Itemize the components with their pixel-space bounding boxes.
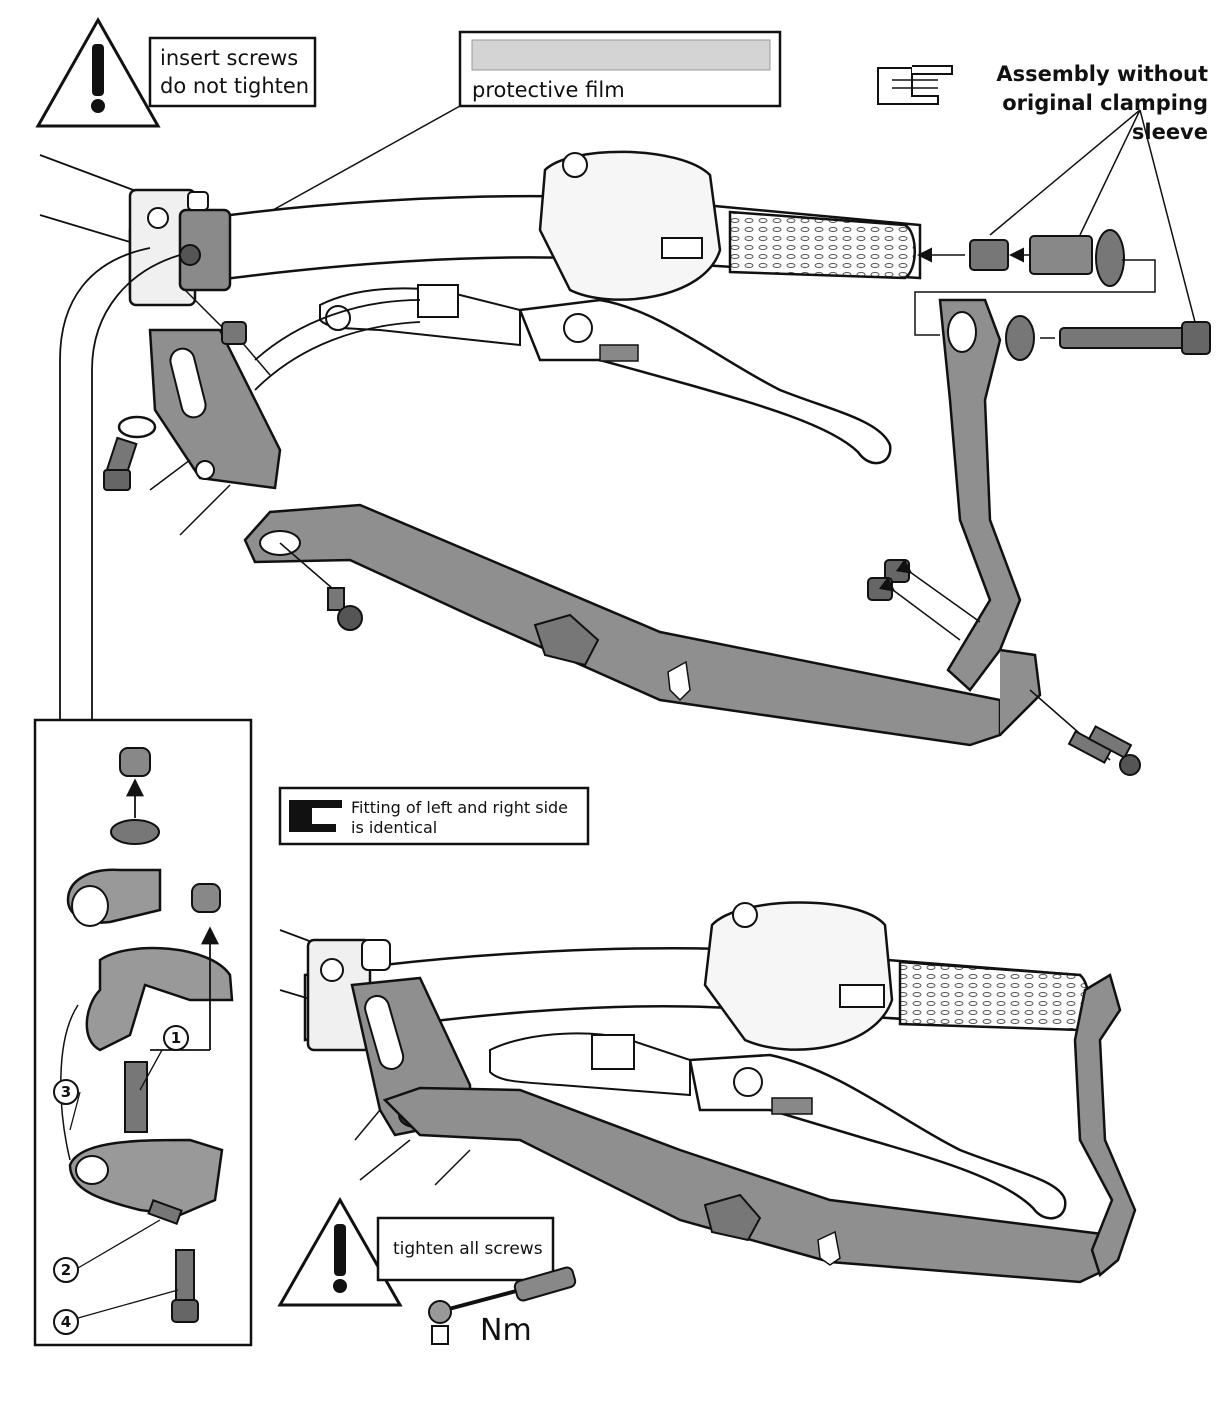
- torque-wrench-icon: [428, 1266, 577, 1345]
- detail-parts: [60, 747, 234, 1323]
- warning-top-line-1: insert screws: [160, 46, 299, 70]
- bolts-spar-end: [1067, 725, 1141, 776]
- end-cap-parts: [914, 229, 1211, 361]
- fitting-note-line-2: is identical: [351, 818, 438, 837]
- switch-housing-bottom: [703, 901, 894, 1051]
- warning-bottom-box: [376, 1216, 555, 1282]
- clamp-top: [128, 188, 232, 307]
- bracket-plate-top: [148, 328, 282, 490]
- step-2-badge: 2: [53, 1257, 79, 1283]
- step-1-badge: 1: [163, 1025, 189, 1051]
- handlebar-top: [128, 195, 922, 294]
- fitting-note-label: Fitting of left and right side is identi…: [351, 798, 568, 838]
- warning-top-label: insert screws do not tighten: [160, 44, 309, 100]
- assembly-note-line-2: original clamping sleeve: [1002, 91, 1208, 144]
- brake-lever-top: [518, 298, 892, 465]
- pointing-hand-icon-fitting: [289, 800, 342, 832]
- washer-left: [117, 415, 157, 439]
- spar-bottom: [1073, 973, 1137, 1278]
- bolt-left: [103, 436, 138, 491]
- brake-lever-bottom: [688, 1053, 1067, 1220]
- warning-top-box: [148, 36, 317, 108]
- torque-unit-label: Nm: [480, 1313, 532, 1348]
- warning-triangle-icon: [35, 16, 161, 128]
- bolt-mid-top: [327, 587, 363, 631]
- step-3-badge: 3: [53, 1079, 79, 1105]
- grip-top: [728, 210, 916, 280]
- fitting-note-line-1: Fitting of left and right side: [351, 798, 569, 817]
- nut-spar-2: [867, 577, 893, 601]
- grip-bottom: [898, 960, 1091, 1032]
- warning-triangle-icon-bottom: [277, 1196, 403, 1307]
- switch-housing-top: [538, 150, 722, 301]
- nut-top: [221, 321, 247, 345]
- warning-top-line-2: do not tighten: [160, 74, 310, 98]
- spar-top: [938, 298, 1022, 692]
- assembly-note-line-1: Assembly without: [996, 62, 1208, 86]
- pointing-hand-icon: [877, 65, 953, 105]
- assembly-note-label: Assembly without original clamping sleev…: [920, 60, 1208, 147]
- warning-bottom-label: tighten all screws: [393, 1239, 543, 1259]
- protective-film-label: protective film: [472, 78, 625, 102]
- fitting-note-box: [278, 786, 590, 846]
- step-4-badge: 4: [53, 1309, 79, 1335]
- protective-film-strip: [471, 39, 771, 71]
- detail-panel: [33, 718, 253, 1347]
